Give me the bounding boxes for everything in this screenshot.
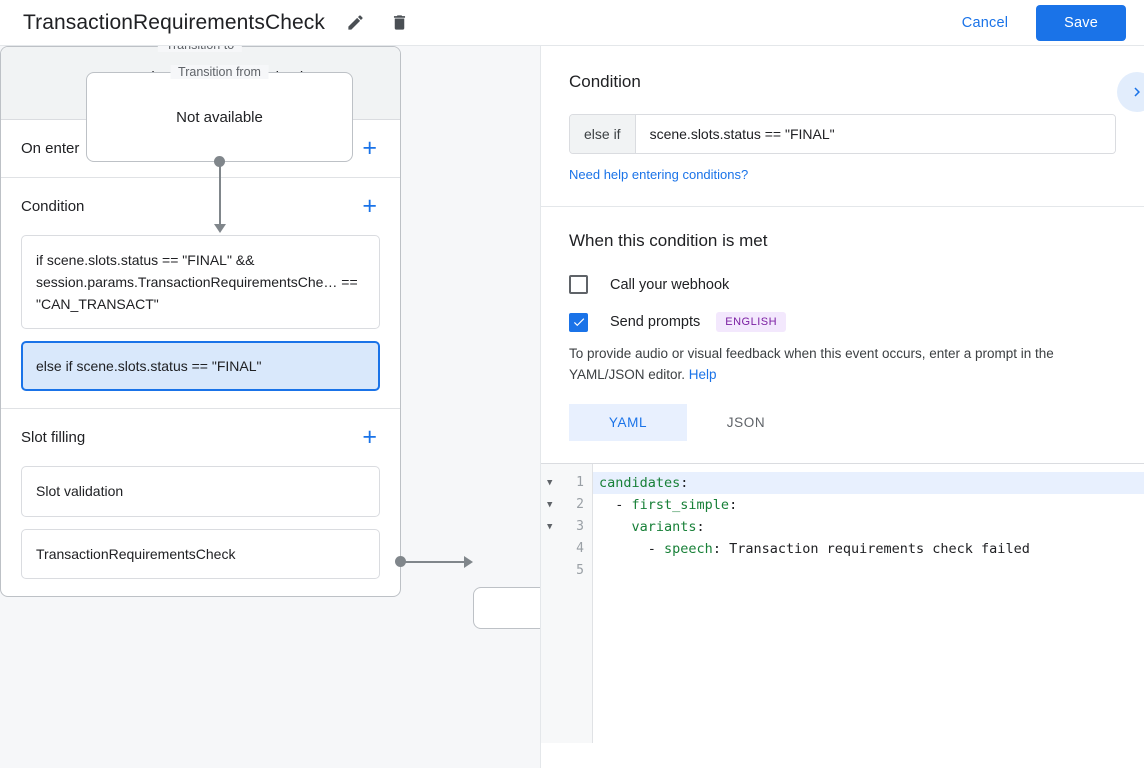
fold-toggle-icon[interactable]: ▼ xyxy=(547,499,553,510)
section-header-on-enter: On enter + xyxy=(21,120,380,177)
save-button[interactable]: Save xyxy=(1036,4,1126,41)
prompts-description-text: To provide audio or visual feedback when… xyxy=(569,346,1054,382)
tab-yaml[interactable]: YAML xyxy=(569,403,687,441)
add-on-enter-button[interactable]: + xyxy=(362,134,377,162)
code-dash: - xyxy=(615,496,632,513)
fold-toggle-icon[interactable]: ▼ xyxy=(547,521,553,532)
condition-input-row[interactable]: else if xyxy=(569,114,1116,154)
chevron-right-icon[interactable] xyxy=(1117,72,1144,112)
code-indent xyxy=(599,519,632,535)
send-prompts-checkbox[interactable] xyxy=(569,312,588,332)
section-slot-filling: Slot filling + Slot validation Transacti… xyxy=(1,409,400,595)
line-number: 3 xyxy=(576,519,584,535)
code-key: candidates xyxy=(599,474,681,491)
gutter-row: ▼3 xyxy=(541,516,592,538)
target-node-card[interactable] xyxy=(473,587,540,629)
call-webhook-label: Call your webhook xyxy=(610,276,730,293)
code-punct: : xyxy=(712,540,721,557)
tab-json[interactable]: JSON xyxy=(726,414,766,430)
transition-to-legend: Transition to xyxy=(157,46,243,52)
slot-filling-list: Slot validation TransactionRequirementsC… xyxy=(21,466,380,595)
condition-output-arrow xyxy=(464,555,473,568)
code-punct: : xyxy=(696,518,705,535)
language-badge: ENGLISH xyxy=(716,312,787,332)
code-line: - speech: Transaction requirements check… xyxy=(593,538,1144,560)
add-condition-button[interactable]: + xyxy=(362,192,377,220)
call-webhook-checkbox[interactable] xyxy=(569,275,588,294)
page-title: TransactionRequirementsCheck xyxy=(23,10,325,34)
gutter-row: ▼1 xyxy=(541,472,592,494)
panel-condition-section: Condition else if Need help entering con… xyxy=(541,46,1144,207)
code-key: speech xyxy=(664,540,713,557)
list-item[interactable]: Slot validation xyxy=(21,466,380,517)
editor-gutter: ▼1 ▼2 ▼3 4 5 xyxy=(541,463,593,743)
line-number: 5 xyxy=(576,563,584,579)
webhook-checkbox-row[interactable]: Call your webhook xyxy=(569,275,1116,294)
gutter-row: ▼2 xyxy=(541,494,592,516)
send-prompts-label: Send prompts xyxy=(610,314,701,330)
condition-expression-input[interactable] xyxy=(635,115,1115,153)
code-line xyxy=(593,560,1144,582)
condition-list: if scene.slots.status == "FINAL" && sess… xyxy=(21,235,380,408)
section-label-slot-filling: Slot filling xyxy=(21,429,86,447)
code-line: candidates: xyxy=(593,471,1144,494)
connector-dot xyxy=(214,156,225,167)
prompts-help-link[interactable]: Help xyxy=(688,366,717,382)
list-item[interactable]: else if scene.slots.status == "FINAL" xyxy=(21,341,380,392)
section-header-slot-filling: Slot filling + xyxy=(21,409,380,466)
fold-toggle-icon[interactable]: ▼ xyxy=(547,477,553,488)
app-header: TransactionRequirementsCheck Cancel Save xyxy=(0,0,1144,46)
flow-canvas[interactable]: Transition from Not available Transition… xyxy=(0,46,540,768)
list-item[interactable]: if scene.slots.status == "FINAL" && sess… xyxy=(21,235,380,330)
condition-output-line xyxy=(405,560,468,563)
transition-from-legend: Transition from xyxy=(170,65,269,79)
code-indent xyxy=(599,497,615,513)
details-panel: Condition else if Need help entering con… xyxy=(540,46,1144,768)
when-met-heading: When this condition is met xyxy=(569,231,768,250)
condition-prefix-label: else if xyxy=(570,115,636,153)
section-on-enter: On enter + xyxy=(1,120,400,178)
section-condition: Condition + if scene.slots.status == "FI… xyxy=(1,178,400,410)
line-number: 4 xyxy=(576,541,584,557)
section-label-condition: Condition xyxy=(21,198,85,215)
gutter-row: 4 xyxy=(541,538,592,560)
list-item[interactable]: TransactionRequirementsCheck xyxy=(21,528,380,579)
panel-when-met-section: When this condition is met Call your web… xyxy=(541,207,1144,463)
send-prompts-checkbox-row[interactable]: Send prompts ENGLISH xyxy=(569,312,1116,332)
line-number: 1 xyxy=(576,475,584,491)
connector-line xyxy=(218,162,221,228)
transition-from-value: Not available xyxy=(176,108,263,126)
code-line: variants: xyxy=(593,516,1144,538)
section-label-on-enter: On enter xyxy=(21,140,80,157)
transition-from-card[interactable]: Transition from Not available xyxy=(86,65,353,162)
code-indent xyxy=(599,541,648,557)
section-header-condition: Condition + xyxy=(21,178,380,235)
code-dash: - xyxy=(647,540,665,557)
line-number: 2 xyxy=(576,497,584,513)
pencil-icon[interactable] xyxy=(341,9,369,37)
code-line: - first_simple: xyxy=(593,494,1144,516)
add-slot-filling-button[interactable]: + xyxy=(362,423,377,452)
condition-output-dot xyxy=(395,556,406,567)
editor-format-tabs: YAML JSON xyxy=(569,403,1116,441)
code-key: first_simple xyxy=(631,496,730,513)
code-value: Transaction requirements check failed xyxy=(720,540,1030,557)
panel-condition-heading: Condition xyxy=(569,72,641,91)
prompts-description: To provide audio or visual feedback when… xyxy=(569,344,1116,386)
code-key: variants xyxy=(631,518,697,535)
trash-icon[interactable] xyxy=(385,9,413,37)
connector-arrow-down xyxy=(213,224,226,233)
code-punct: : xyxy=(729,496,738,513)
code-punct: : xyxy=(680,474,689,491)
cancel-button[interactable]: Cancel xyxy=(950,7,1020,39)
gutter-row: 5 xyxy=(541,560,592,582)
yaml-editor[interactable]: ▼1 ▼2 ▼3 4 5 candidates: - first_simple:… xyxy=(541,462,1144,743)
condition-help-link[interactable]: Need help entering conditions? xyxy=(569,167,749,182)
header-actions: Cancel Save xyxy=(950,4,1144,41)
editor-code-area[interactable]: candidates: - first_simple: variants: - … xyxy=(593,464,1144,743)
